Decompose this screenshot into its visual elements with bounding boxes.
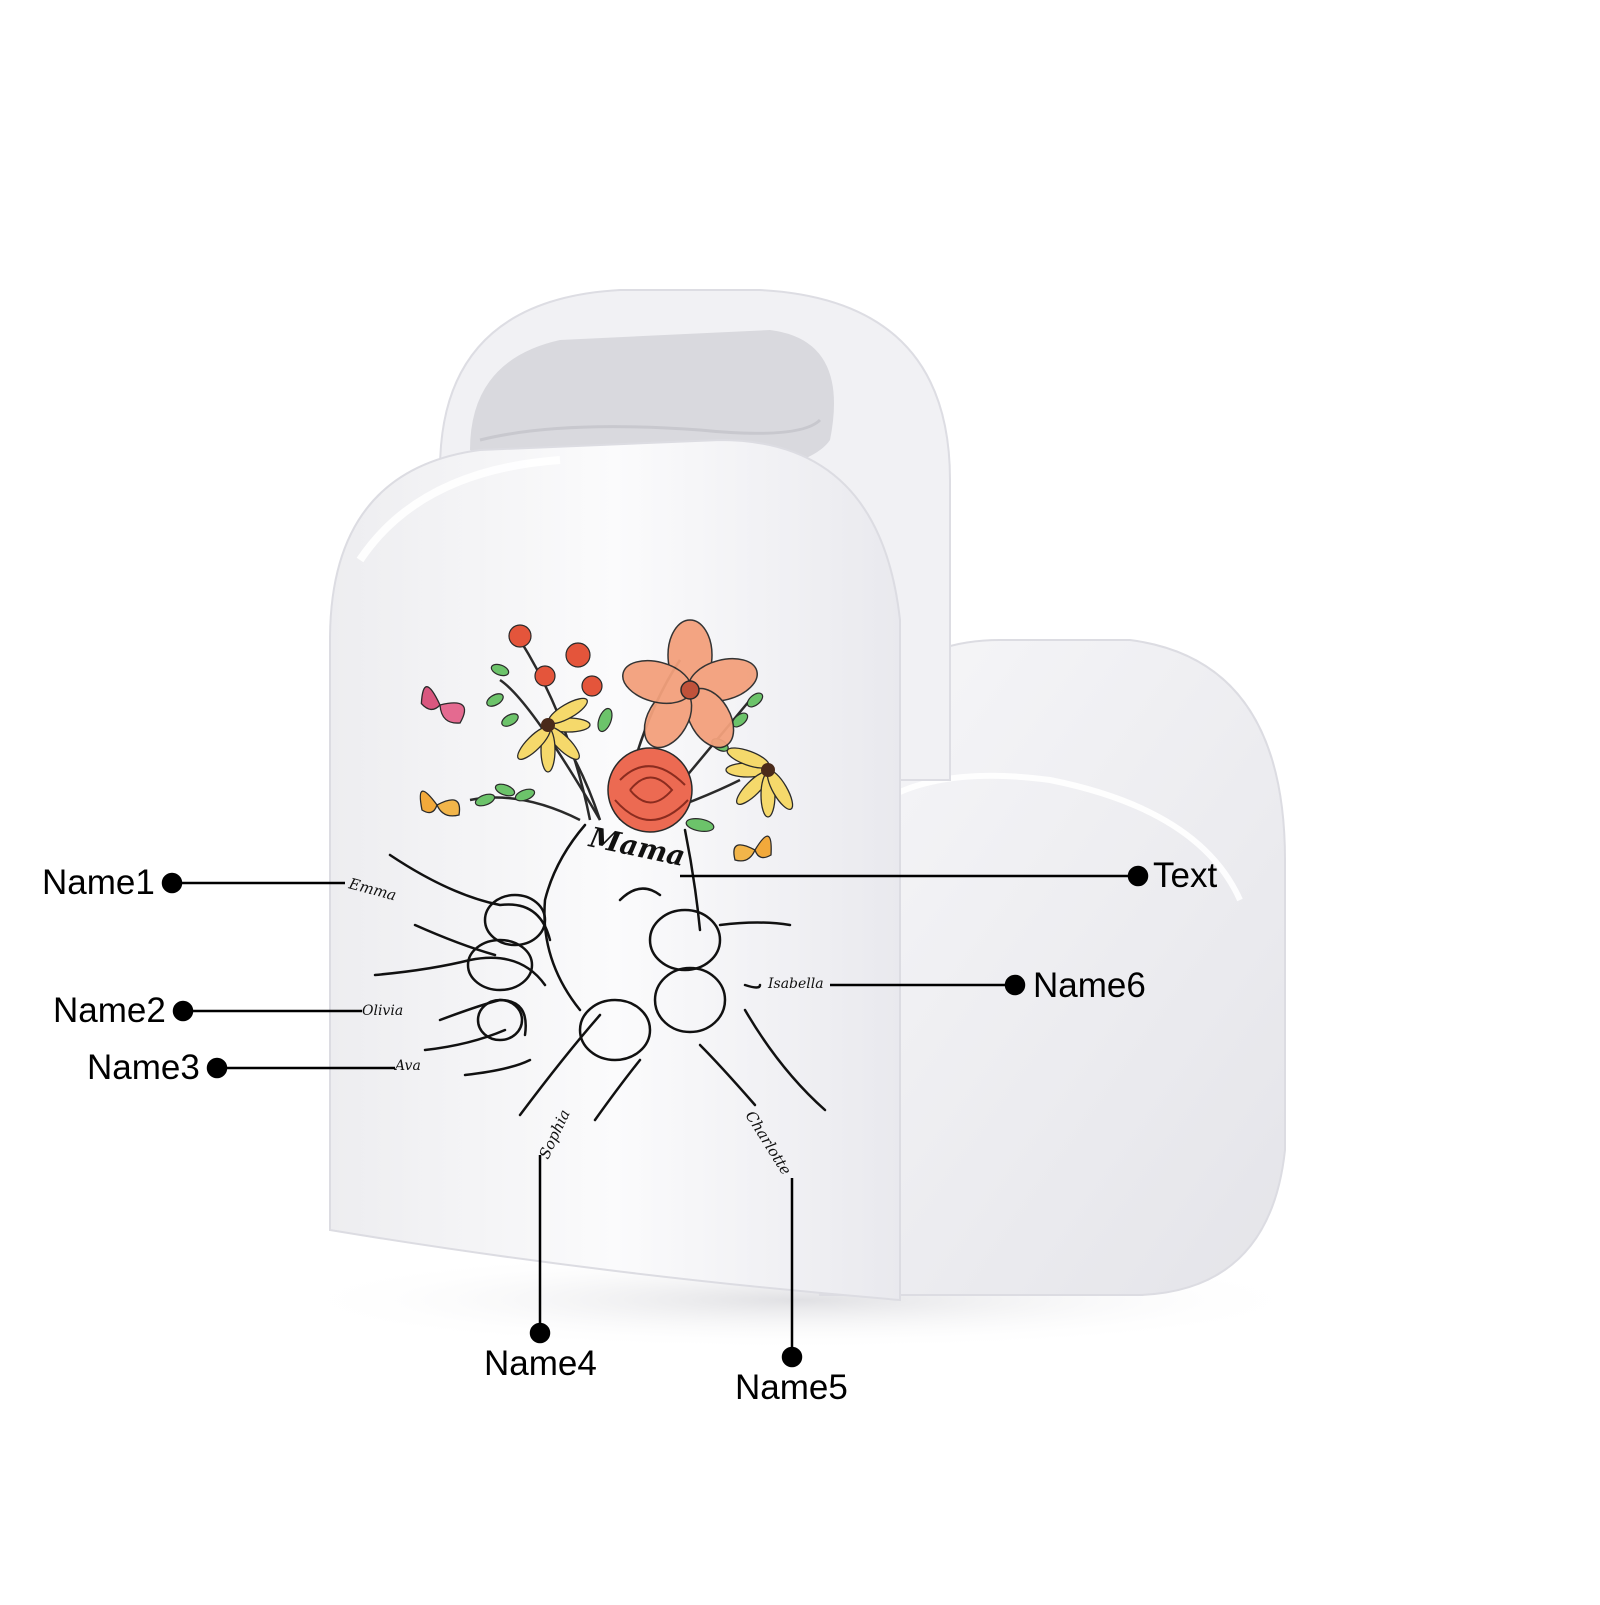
yellow-daisy-left (517, 697, 591, 773)
callout-lines (161, 865, 1149, 1368)
name-olivia: Olivia (362, 1003, 403, 1019)
vase-front-face (329, 438, 901, 1302)
orange-butterfly-right-icon (733, 835, 772, 862)
callout-text: Text (1153, 856, 1218, 895)
yellow-daisy-right (725, 747, 794, 818)
bouquet-illustration (469, 619, 794, 833)
callout-name5: Name5 (735, 1368, 848, 1407)
callout-name4: Name4 (484, 1344, 597, 1383)
orange-butterfly-left-icon (419, 790, 461, 817)
pink-butterfly-icon (420, 686, 466, 724)
callout-name2: Name2 (53, 991, 166, 1030)
hands-line-art (373, 823, 827, 1122)
name-isabella: Isabella (767, 976, 824, 992)
callout-name6: Name6 (1033, 966, 1146, 1005)
callout-name3: Name3 (87, 1048, 200, 1087)
callout-name1: Name1 (42, 863, 155, 902)
rose (607, 747, 693, 833)
orange-flower (622, 619, 758, 749)
name-ava: Ava (393, 1058, 421, 1074)
